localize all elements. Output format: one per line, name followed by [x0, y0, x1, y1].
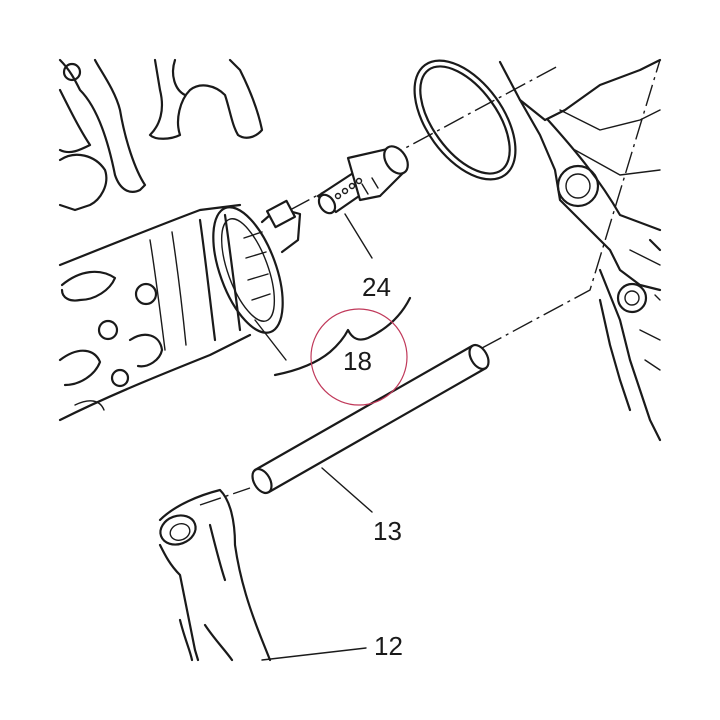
- leader-12: [261, 647, 367, 661]
- label-part-12: 12: [374, 631, 403, 661]
- label-part-18: 18: [343, 346, 372, 376]
- part-24-plunger: [316, 145, 409, 215]
- leader-18: [254, 319, 287, 361]
- label-part-13: 13: [373, 516, 402, 546]
- highlight-circle: [310, 308, 408, 406]
- part-13-shaft: [251, 343, 490, 495]
- selector-forks-upper: [58, 58, 264, 212]
- label-part-24: 24: [362, 272, 391, 302]
- o-ring: [413, 59, 517, 181]
- part-12-fork: [158, 488, 272, 662]
- selector-drum: [58, 199, 302, 422]
- gearbox-casing: [498, 58, 662, 442]
- brace-18: [273, 296, 412, 377]
- leader-24: [344, 213, 373, 259]
- axis-line-fork: [199, 487, 251, 506]
- axis-line-lower: [481, 59, 661, 349]
- leader-13: [321, 467, 373, 513]
